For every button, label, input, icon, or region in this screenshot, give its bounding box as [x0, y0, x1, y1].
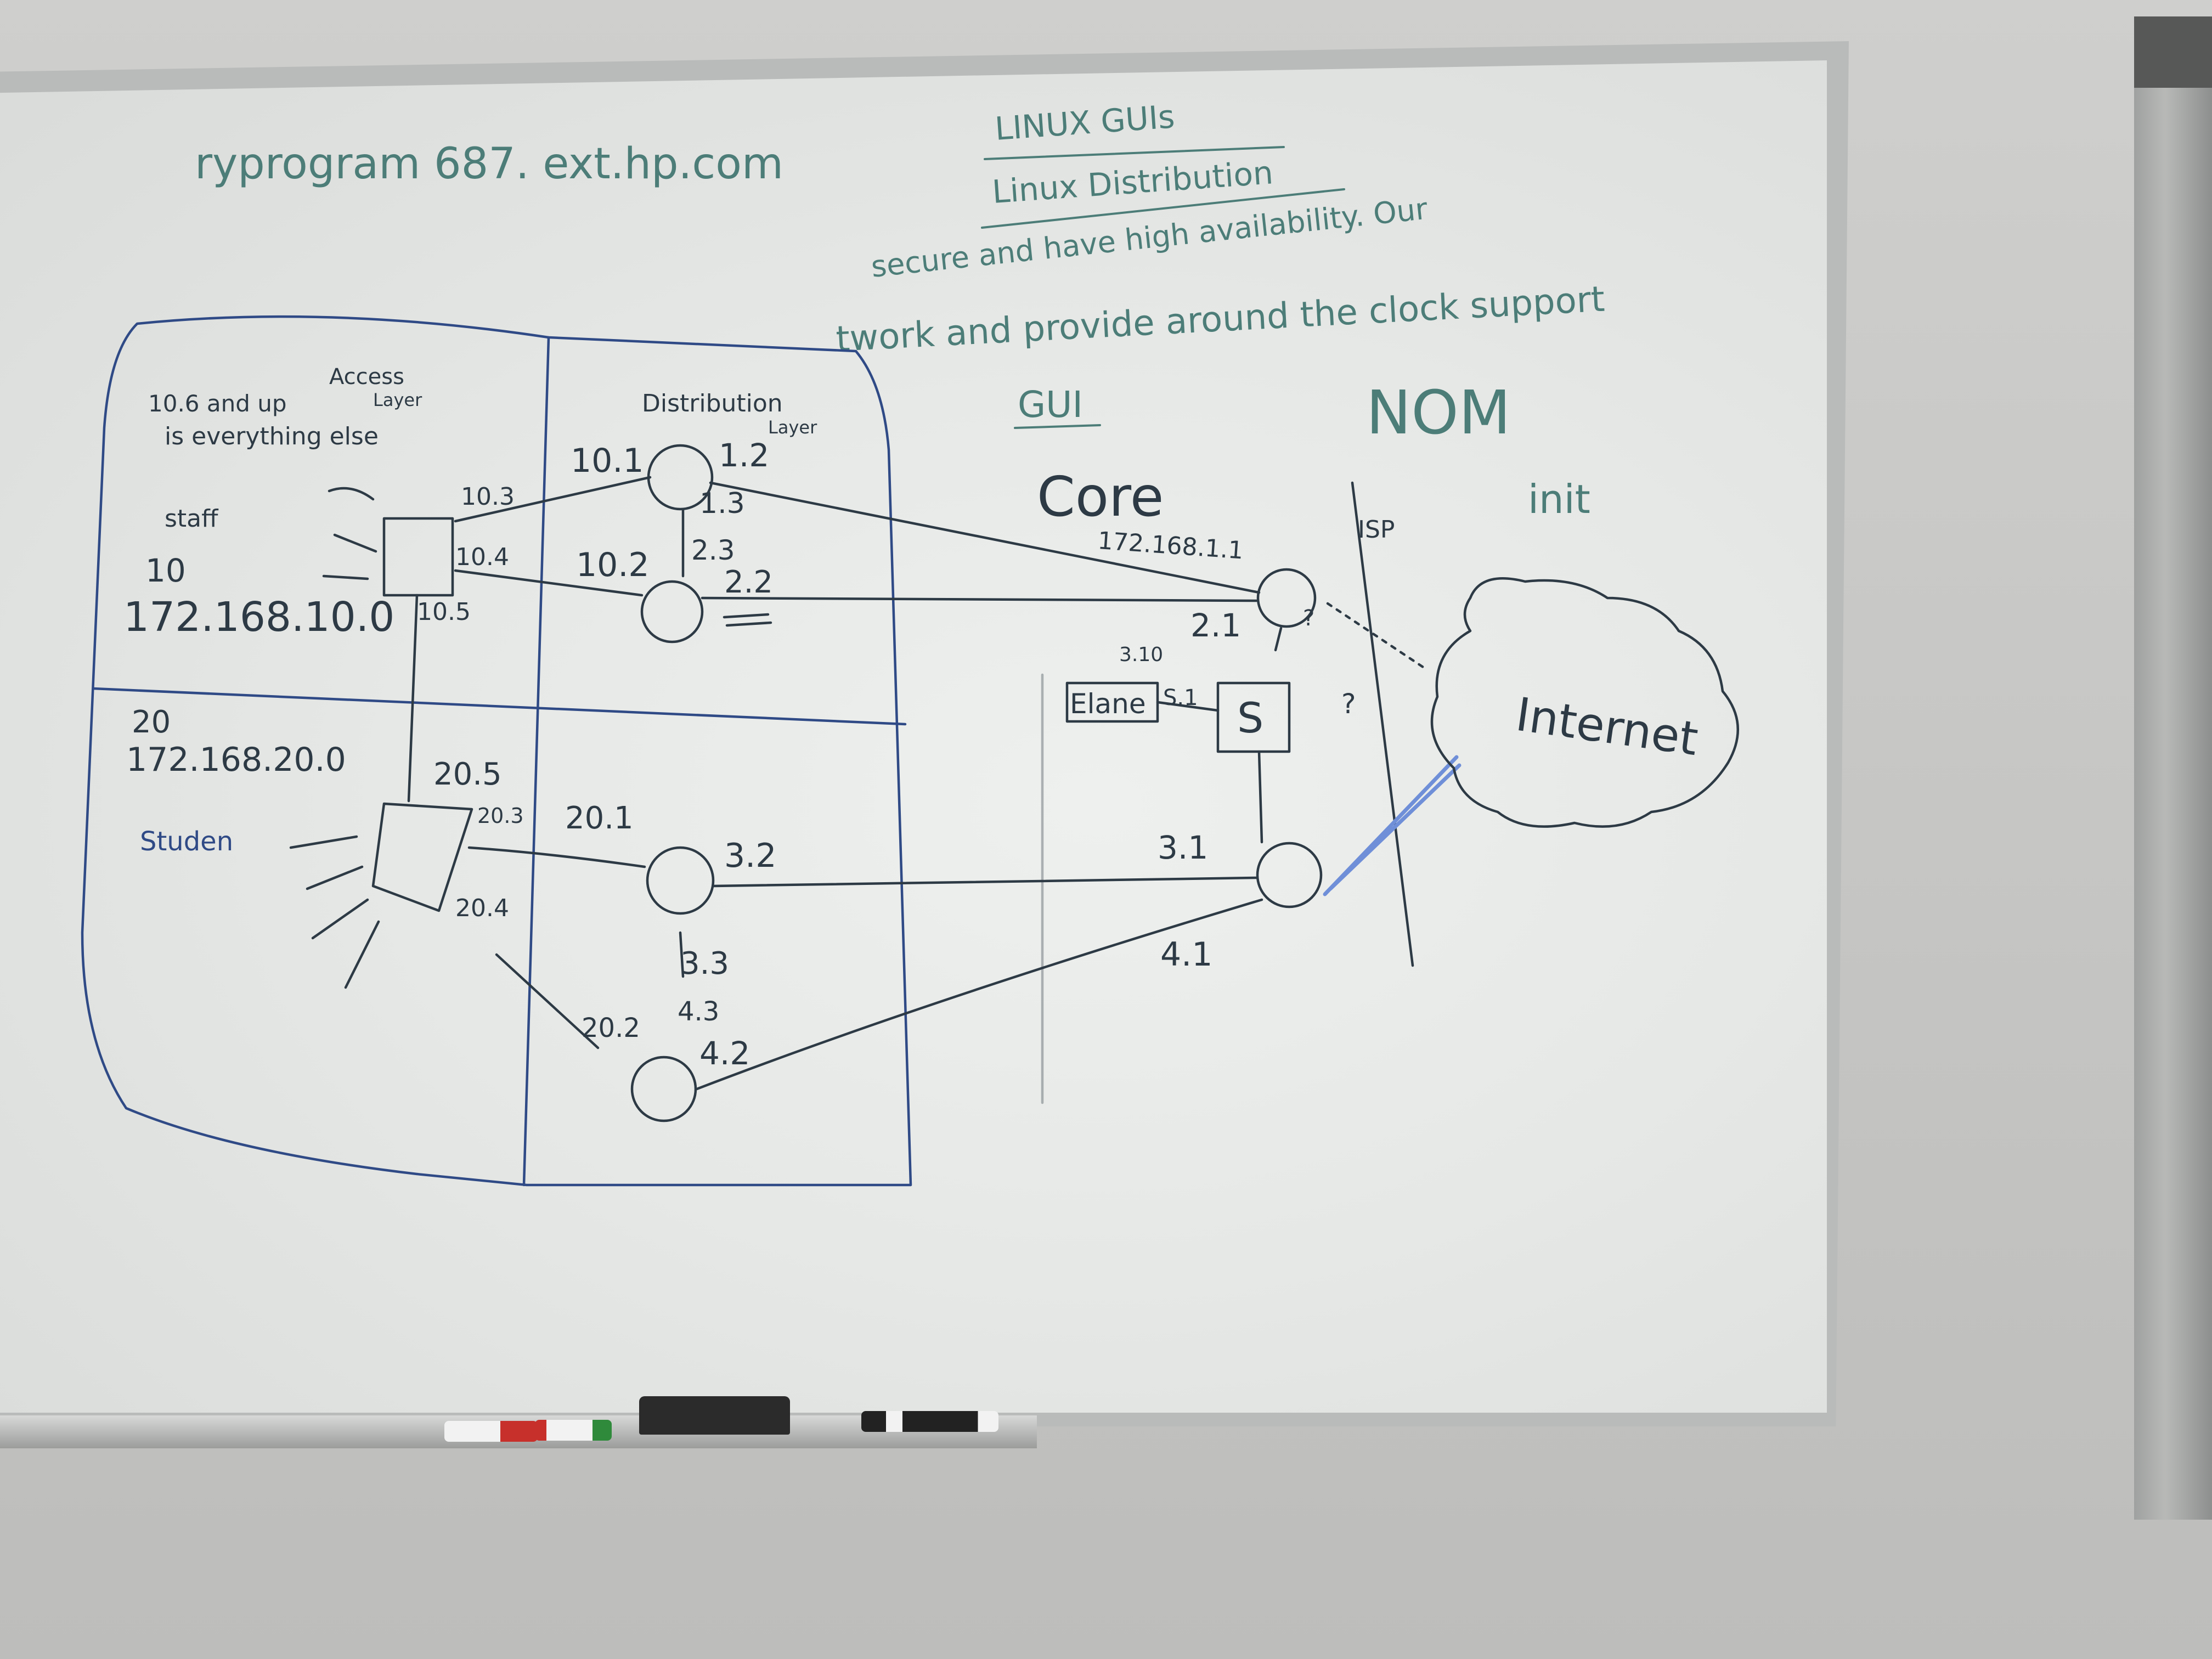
elane-label: Elane: [1070, 688, 1146, 720]
question-mark-1: ?: [1341, 688, 1356, 720]
isp-boundary: [1351, 481, 1414, 967]
cabinet: [2134, 16, 2212, 1520]
port-10-3: 10.3: [461, 483, 515, 511]
link-r4-core: [695, 898, 1263, 1091]
cabinet-top: [2134, 16, 2212, 88]
nom-text: NOM: [1366, 377, 1511, 448]
vlan-10-label: 10: [145, 552, 186, 589]
access-layer-word: Layer: [373, 390, 422, 410]
r1-left-label: 10.1: [571, 442, 644, 480]
eraser-icon: [639, 1396, 790, 1435]
core-switch-icon: [1216, 681, 1291, 753]
underline: [984, 146, 1285, 160]
core-ip-label: 172.168.1.1: [1097, 527, 1244, 565]
vlan-20-label: 20: [132, 704, 171, 740]
core-stub: [1274, 627, 1283, 652]
distribution-layer-word: Layer: [768, 417, 817, 438]
underline: [1014, 424, 1101, 429]
r1-right-label: 1.2: [719, 437, 769, 474]
student-connections: [289, 835, 380, 989]
core-port-2-1: 2.1: [1190, 607, 1241, 644]
internet-label: Internet: [1513, 687, 1701, 766]
core-switch-links: [1156, 701, 1263, 844]
url-text: ryprogram 687. ext.hp.com: [195, 139, 783, 189]
student-switch-icon: [371, 802, 473, 912]
r3-bottom-label: 3.3: [680, 946, 729, 981]
underline: [981, 188, 1345, 229]
internet-uplink: [1323, 755, 1462, 896]
whiteboard: [0, 60, 1827, 1413]
port-20-3: 20.3: [477, 804, 524, 828]
layer-divider-horizontal: [92, 687, 907, 726]
r2-left-label: 10.2: [576, 546, 650, 584]
network-20-label: 172.168.20.0: [126, 741, 346, 779]
green-marker-icon: [535, 1420, 612, 1441]
init-text: init: [1528, 476, 1590, 522]
r4-left-label: 20.2: [582, 1013, 640, 1043]
linux-guis-text: LINUX GUIs: [994, 98, 1176, 148]
r2-right-label: 2.2: [724, 565, 773, 600]
link-r1-core: [709, 481, 1261, 594]
port-10-5: 10.5: [417, 598, 471, 626]
network-10-label: 172.168.10.0: [123, 594, 394, 641]
link-r4-student: [495, 953, 600, 1049]
red-marker-icon: [444, 1421, 538, 1442]
access-note-2: is everything else: [165, 422, 379, 450]
staff-student-link: [407, 594, 419, 803]
core-switch-label: S: [1237, 693, 1263, 742]
gui-text: GUI: [1018, 383, 1083, 426]
port-10-4: 10.4: [455, 543, 509, 571]
access-note-1: 10.6 and up: [148, 390, 287, 417]
core-port-4-1: 4.1: [1160, 935, 1212, 974]
dashed-link: [1326, 602, 1428, 671]
distribution-title: Distribution: [642, 390, 783, 417]
router-3-icon: [646, 846, 715, 915]
port-20-4: 20.4: [455, 894, 509, 922]
students-label: Studen: [140, 826, 233, 857]
staff-switch-icon: [382, 517, 454, 597]
internet-cloud-icon: [1430, 577, 1740, 828]
core-title: Core: [1037, 465, 1164, 529]
r2-marks: [723, 613, 772, 627]
core-router-2-icon: [1256, 842, 1323, 909]
r4-top-label: 4.3: [678, 996, 719, 1027]
question-mark-2: ?: [1303, 606, 1314, 631]
r4-right-label: 4.2: [699, 1035, 750, 1072]
isp-label: ISP: [1358, 516, 1395, 544]
link-r3-core: [712, 876, 1258, 888]
layer-divider-vertical: [522, 336, 550, 1187]
core-router-icon: [1256, 568, 1317, 628]
r3-right-label: 3.2: [724, 837, 776, 875]
staff-label: staff: [165, 505, 219, 533]
network-line-text: twork and provide around the clock suppo…: [835, 279, 1606, 360]
access-title: Access: [329, 364, 404, 390]
secure-line-text: secure and have high availability. Our: [870, 191, 1430, 284]
r2-top-label: 2.3: [691, 534, 735, 566]
black-marker-icon: [861, 1411, 998, 1432]
core-port-3-10: 3.10: [1119, 644, 1163, 666]
link-r1-staff: [454, 476, 652, 523]
port-20-5: 20.5: [433, 757, 502, 792]
core-port-3-1: 3.1: [1158, 829, 1208, 866]
r1-bottom-label: 1.3: [699, 487, 745, 520]
link-r2-core: [701, 596, 1258, 602]
router-4-icon: [630, 1056, 697, 1122]
router-2-icon: [640, 580, 704, 644]
link-r3-student: [467, 846, 646, 868]
access-layer-boundary: [81, 315, 912, 1187]
r3-left-label: 20.1: [565, 800, 634, 836]
link-r2-staff: [454, 569, 644, 597]
link-r3-r4: [679, 931, 685, 978]
staff-connections: [322, 487, 377, 580]
